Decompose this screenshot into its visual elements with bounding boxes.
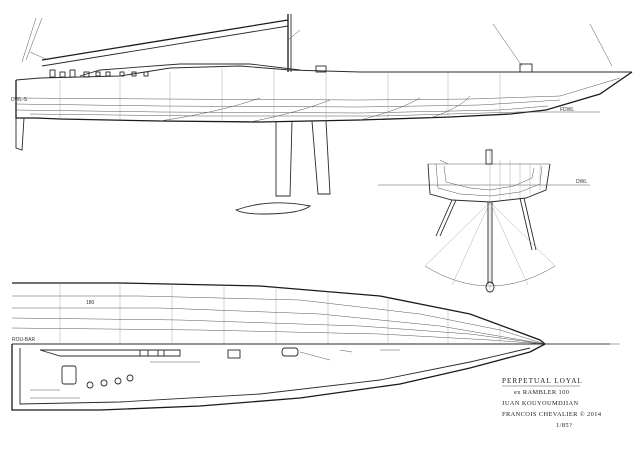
title-block: PERPETUAL LOYAL ex RAMBLER 100 JUAN KOUY…: [488, 376, 628, 431]
boom: [41, 19, 289, 61]
plan-label-left: ROU-BAR: [12, 337, 35, 343]
profile-view: FDWL DWL-S: [11, 14, 633, 215]
boat-name: PERPETUAL LOYAL: [502, 377, 583, 385]
hull-profile: [15, 71, 633, 123]
section-label-waterline: DWL: [576, 179, 587, 185]
plan-view: 180 ROU-BAR: [11, 282, 620, 411]
cant-arc: [424, 265, 556, 287]
midship-section: [427, 163, 551, 203]
keel-fin: [311, 120, 331, 195]
daggerboard: [275, 121, 293, 197]
daggerboard-section: [435, 199, 453, 237]
winch: [86, 381, 94, 389]
forestay: [492, 23, 523, 67]
deck-outline: [11, 343, 546, 411]
profile-label-bow: DWL-S: [11, 97, 28, 103]
backstay: [25, 17, 43, 61]
keel-bulb: [234, 202, 312, 215]
boat-former-name: ex RAMBLER 100: [514, 389, 570, 396]
plan-label-station: 180: [86, 300, 95, 306]
steering-pedestal: [61, 365, 77, 385]
drawing-author: FRANCOIS CHEVALIER © 2014: [502, 411, 602, 418]
section-view: DWL: [378, 148, 590, 293]
bulb-section: [485, 281, 495, 293]
profile-label-waterline: FDWL: [560, 107, 574, 113]
sheer-line: [15, 65, 632, 81]
half-breadth-outline: [12, 282, 546, 345]
designer-name: JUAN KOUYOUMDJIAN: [502, 400, 579, 407]
rudder: [15, 117, 25, 151]
drawing-scale: 1/85?: [556, 422, 573, 429]
